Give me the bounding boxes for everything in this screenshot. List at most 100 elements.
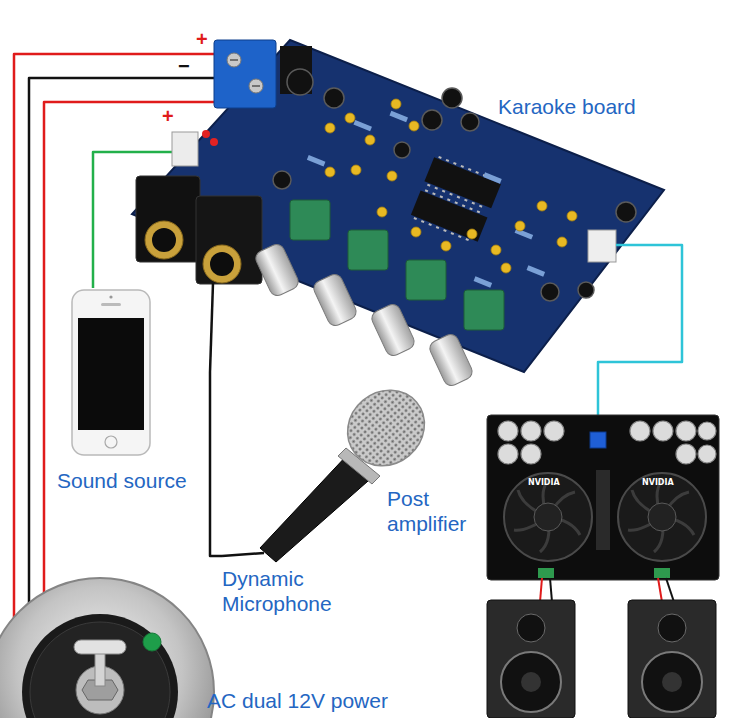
phone-illustration — [72, 290, 150, 455]
toroidal-transformer — [143, 633, 161, 651]
karaoke-board-illustration — [325, 123, 335, 133]
karaoke-board-illustration — [616, 202, 636, 222]
brand-logo-text: NVIDIA — [642, 478, 674, 487]
karaoke-board-illustration — [365, 135, 375, 145]
amplifier-illustration — [653, 421, 673, 441]
brand-logo-text: NVIDIA — [528, 478, 560, 487]
polarity-sign: + — [194, 30, 210, 48]
toroidal-transformer — [22, 614, 178, 718]
karaoke-board-illustration — [273, 69, 636, 301]
speaker-illustration — [487, 600, 716, 718]
karaoke-board-illustration — [273, 171, 291, 189]
karaoke-board-illustration — [145, 221, 183, 259]
component-label: AC dual 12V power — [207, 688, 388, 713]
karaoke-board-illustration — [414, 218, 473, 242]
phone-illustration — [109, 295, 112, 298]
amplifier-illustration — [596, 470, 610, 550]
potentiometer — [253, 242, 300, 298]
toroidal-transformer — [43, 560, 46, 595]
karaoke-board-illustration — [280, 46, 312, 94]
karaoke-board-illustration — [409, 121, 419, 131]
speaker-illustration — [487, 600, 575, 718]
component-label: Dynamic Microphone — [222, 566, 352, 616]
potentiometer — [406, 260, 446, 300]
potentiometer — [464, 290, 504, 330]
amplifier-illustration — [666, 578, 674, 602]
karaoke-board-illustration — [324, 88, 344, 108]
phone-illustration — [101, 303, 121, 306]
dynamic-microphone: Dynamic Microphone — [222, 392, 427, 624]
karaoke-board-illustration — [541, 283, 559, 301]
karaoke-board-illustration — [427, 185, 486, 209]
speaker-illustration — [642, 652, 702, 712]
karaoke-board-illustration — [214, 40, 276, 108]
karaoke-board-illustration — [387, 171, 397, 181]
karaoke-board-illustration — [345, 113, 355, 123]
karaoke-board-illustration — [578, 282, 594, 298]
karaoke-board: Karaoke board — [130, 40, 665, 372]
karaoke-board-illustration — [588, 230, 616, 262]
karaoke-board-illustration — [461, 113, 479, 131]
karaoke-board-illustration — [325, 99, 577, 273]
speaker-illustration — [521, 672, 541, 692]
speaker-illustration — [517, 614, 545, 642]
amplifier-illustration — [698, 422, 716, 440]
amplifier-illustration — [676, 444, 696, 464]
karaoke-board-illustration — [567, 211, 577, 221]
potentiometer — [311, 272, 358, 328]
amplifier-illustration — [540, 578, 542, 602]
potentiometer — [290, 200, 330, 240]
toroidal-transformer — [0, 560, 214, 718]
karaoke-board-illustration — [130, 151, 176, 154]
amplifier-illustration — [676, 421, 696, 441]
karaoke-board-illustration — [307, 155, 326, 166]
potentiometer — [348, 230, 388, 270]
karaoke-board-illustration — [130, 101, 222, 104]
karaoke-board-illustration — [132, 40, 664, 372]
amplifier-illustration — [498, 444, 518, 464]
microphone-illustration — [332, 375, 440, 482]
microphone-illustration — [222, 553, 264, 556]
polarity-sign: − — [176, 59, 192, 73]
toroidal-transformer — [30, 622, 170, 718]
phone-illustration — [105, 436, 117, 448]
karaoke-board-illustration — [467, 229, 477, 239]
amplifier-illustration — [487, 410, 719, 602]
toroidal-transformer — [95, 650, 105, 686]
karaoke-board-illustration — [491, 245, 501, 255]
karaoke-board-illustration — [249, 79, 263, 93]
speaker-illustration — [501, 652, 561, 712]
speaker-illustration — [662, 672, 682, 692]
component-label: Post amplifier — [387, 486, 487, 536]
karaoke-board-illustration — [136, 176, 200, 262]
sound-source: Sound source — [55, 288, 215, 498]
amplifier-illustration — [521, 421, 541, 441]
amplifier-illustration — [658, 578, 662, 602]
amplifier-illustration — [534, 503, 562, 531]
amplifier-illustration — [590, 432, 606, 448]
wire-connector — [210, 372, 222, 556]
amplifier-illustration — [498, 421, 518, 441]
karaoke-board-illustration — [411, 191, 487, 242]
amplifier-illustration — [648, 503, 676, 531]
karaoke-board-illustration — [422, 110, 442, 130]
karaoke-board-illustration — [377, 207, 387, 217]
karaoke-board-illustration — [557, 237, 567, 247]
karaoke-board-illustration — [130, 40, 665, 388]
karaoke-board-illustration — [130, 77, 222, 80]
karaoke-board-illustration — [515, 221, 525, 231]
karaoke-board-illustration — [501, 263, 511, 273]
karaoke-board-illustration — [442, 88, 462, 108]
amplifier-illustration — [504, 473, 592, 561]
post-amplifier: Post amplifier — [385, 410, 720, 585]
speaker-illustration — [628, 600, 716, 718]
amplifier-illustration — [538, 568, 554, 578]
karaoke-board-illustration — [252, 85, 260, 87]
amplifier-illustration — [550, 578, 552, 602]
karaoke-board-illustration — [394, 142, 410, 158]
wire-connector — [93, 152, 130, 288]
karaoke-board-illustration — [474, 276, 493, 287]
potentiometer — [427, 332, 474, 388]
toroidal-transformer — [13, 560, 16, 620]
